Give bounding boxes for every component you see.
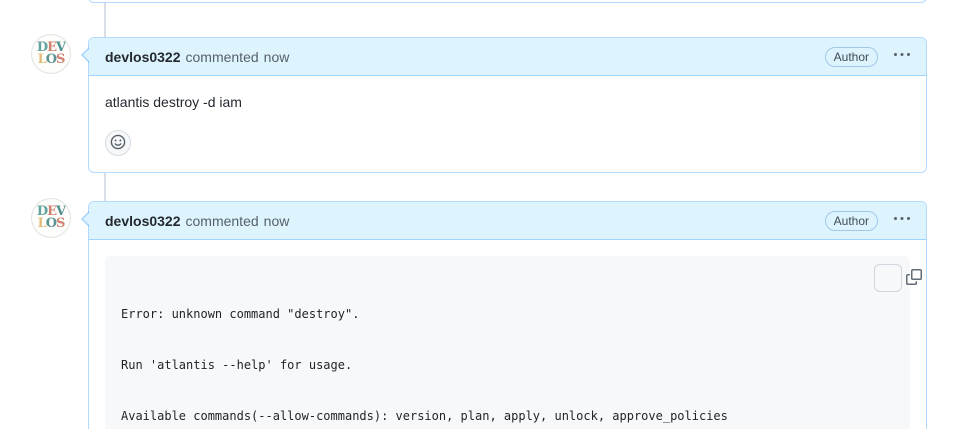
comment-body: Error: unknown command "destroy". Run 'a… [89, 240, 926, 429]
kebab-horizontal-icon [894, 211, 910, 230]
kebab-horizontal-icon [894, 47, 910, 66]
bubble-caret-fill [83, 212, 90, 226]
comment-body: atlantis destroy -d iam [89, 76, 926, 172]
author-badge: Author [824, 46, 878, 67]
comment-header: devlos0322 commented now Author [89, 202, 926, 240]
comment-action-text: commented [185, 48, 259, 65]
comment-timestamp[interactable]: now [263, 48, 290, 65]
code-block: Error: unknown command "destroy". Run 'a… [105, 256, 922, 429]
avatar-letters-row: LOS [37, 216, 66, 231]
avatar-letters-row: DEV [36, 204, 66, 219]
code-line: Error: unknown command "destroy". [121, 307, 360, 321]
copy-icon [854, 254, 922, 303]
smiley-icon [110, 134, 126, 153]
copy-code-button[interactable] [874, 264, 922, 292]
user-avatar[interactable]: DEV LOS [31, 198, 71, 238]
avatar-letters-row: DEV [36, 40, 66, 55]
comment-options-button[interactable] [894, 45, 910, 68]
previous-comment-bottom-edge [88, 0, 927, 3]
comment-bubble: devlos0322 commented now Author Error: u… [81, 201, 927, 429]
comment-header: devlos0322 commented now Author [89, 38, 926, 76]
author-badge: Author [824, 210, 878, 231]
code-line: Available commands(--allow-commands): ve… [121, 409, 728, 423]
comment-author-link[interactable]: devlos0322 [105, 212, 181, 229]
add-reaction-button[interactable] [105, 130, 131, 156]
comment-timestamp[interactable]: now [263, 212, 290, 229]
comment-text: atlantis destroy -d iam [105, 94, 242, 110]
timeline-comment: DEV LOS devlos0322 commented now Author [31, 34, 927, 173]
bubble-caret-fill [83, 48, 90, 62]
code-line: Run 'atlantis --help' for usage. [121, 358, 353, 372]
comment-options-button[interactable] [894, 209, 910, 232]
comment-author-link[interactable]: devlos0322 [105, 48, 181, 65]
comment-byline: devlos0322 commented now [105, 211, 289, 231]
comment-byline: devlos0322 commented now [105, 47, 289, 67]
timeline-comment: DEV LOS devlos0322 commented now Author [31, 198, 927, 429]
comment-action-text: commented [185, 212, 259, 229]
comment-bubble: devlos0322 commented now Author atlantis… [81, 37, 927, 173]
avatar-letters-row: LOS [37, 52, 66, 67]
comment-header-actions: Author [824, 209, 910, 232]
comment-header-actions: Author [824, 45, 910, 68]
user-avatar[interactable]: DEV LOS [31, 34, 71, 74]
